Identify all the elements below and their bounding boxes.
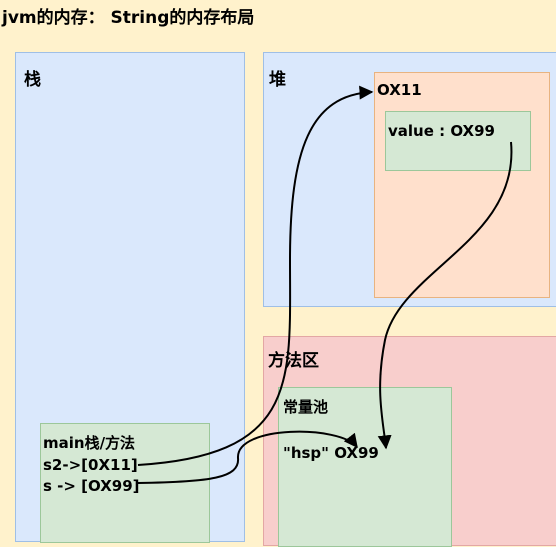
- heap-object: OX11 value : OX99: [374, 72, 550, 298]
- stack-label: 栈: [24, 70, 41, 90]
- arrow-value-to-constant: [377, 141, 513, 450]
- stack-frame-title: main栈/方法: [43, 434, 136, 452]
- heap-object-field: value : OX99: [388, 122, 495, 140]
- arrow-s2-to-heap-object: [137, 85, 374, 466]
- heap-object-address: OX11: [377, 81, 422, 99]
- constant-pool-label: 常量池: [283, 398, 329, 416]
- constant-pool: 常量池 "hsp" OX99: [278, 387, 452, 547]
- arrow-s-to-constant: [137, 430, 358, 484]
- method-area-region: 方法区 常量池 "hsp" OX99: [263, 336, 556, 547]
- stack-region: 栈 main栈/方法 s2->[0X11] s -> [OX99]: [15, 52, 245, 543]
- method-area-label: 方法区: [268, 351, 319, 371]
- reference-arrows: [137, 85, 513, 484]
- diagram-title: jvm的内存： String的内存布局: [2, 8, 255, 28]
- stack-var-s: s -> [OX99]: [43, 477, 140, 495]
- heap-object-field-box: value : OX99: [385, 111, 531, 171]
- stack-frame-main: main栈/方法 s2->[0X11] s -> [OX99]: [40, 423, 210, 543]
- constant-pool-entry: "hsp" OX99: [283, 444, 379, 462]
- stack-var-s2: s2->[0X11]: [43, 456, 138, 474]
- heap-label: 堆: [269, 70, 286, 90]
